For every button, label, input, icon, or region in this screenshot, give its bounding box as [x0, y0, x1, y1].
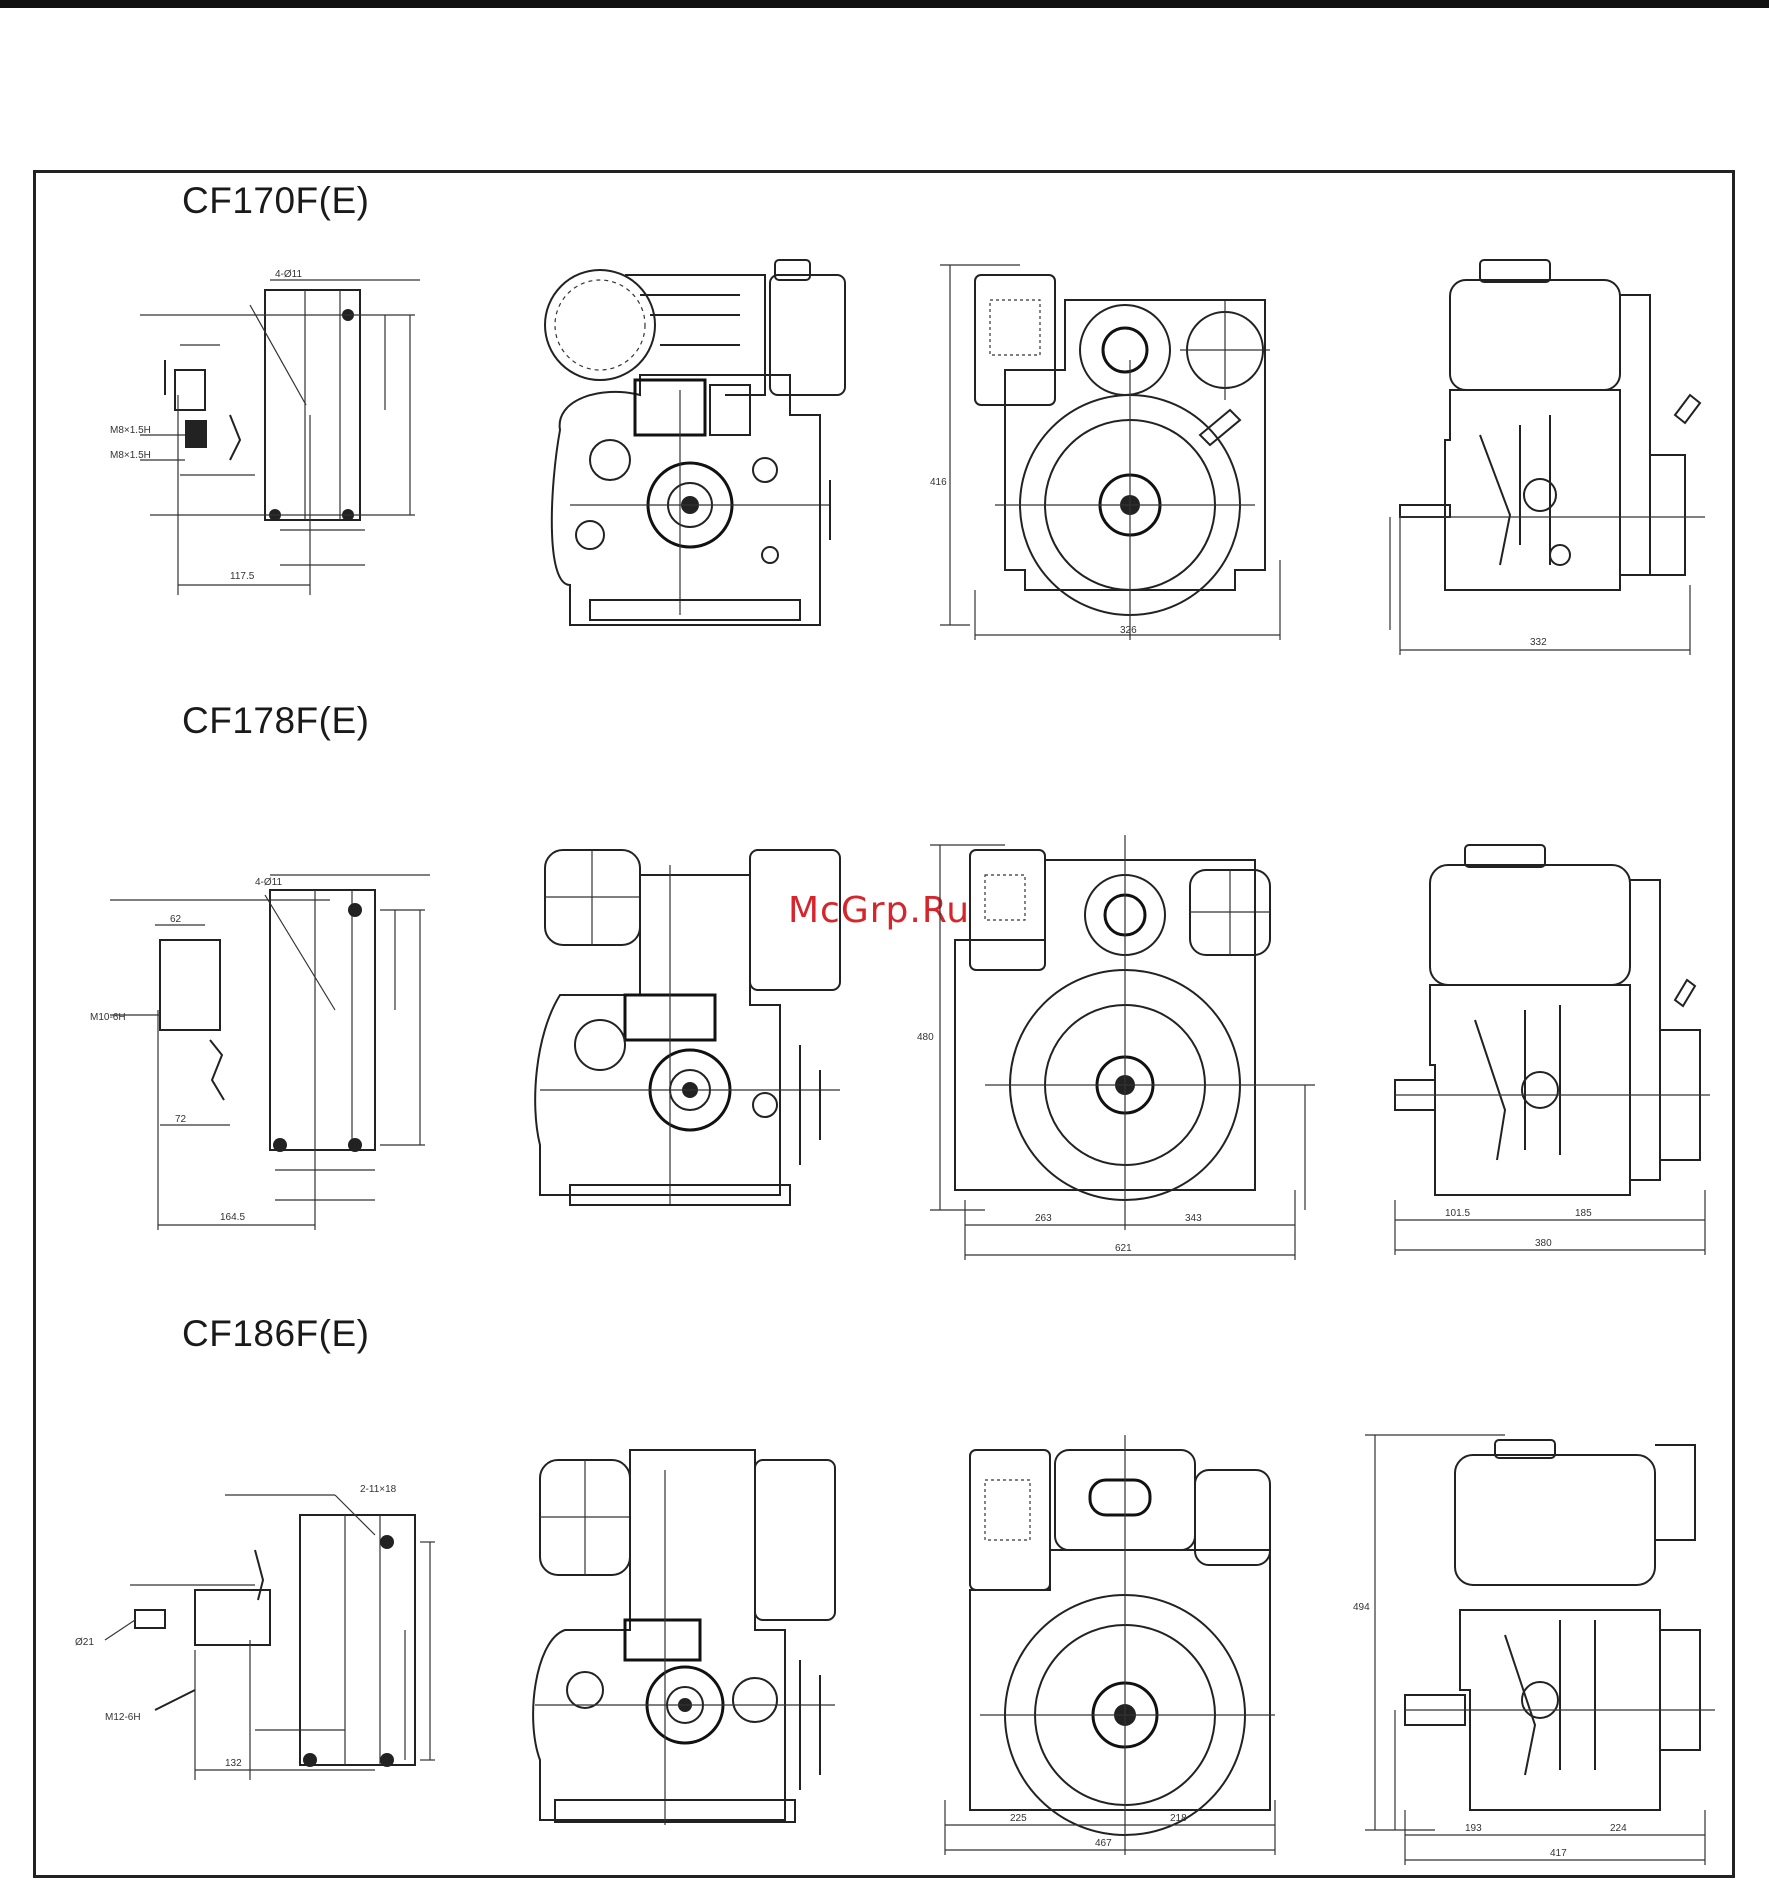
svg-text:M10-6H: M10-6H — [90, 1012, 126, 1023]
svg-text:164.5: 164.5 — [220, 1212, 245, 1223]
model-title-cf170: CF170F(E) — [182, 180, 369, 222]
cf178-side-width-right: 185 — [1575, 1208, 1592, 1219]
cf186-engine-rear-view: 225 218 467 — [930, 1430, 1310, 1865]
svg-text:72: 72 — [175, 1114, 187, 1125]
cf178-front-width-left: 263 — [1035, 1213, 1052, 1224]
cf186-front-width-right: 218 — [1170, 1813, 1187, 1824]
svg-text:4-Ø11: 4-Ø11 — [275, 269, 302, 280]
svg-text:2-11×18: 2-11×18 — [360, 1484, 397, 1495]
cf170-front-width-dim: 326 — [1120, 625, 1137, 636]
cf186-side-width-total: 417 — [1550, 1848, 1567, 1859]
cf170-height-dim: 416 — [930, 477, 947, 488]
cf178-engine-front-view — [520, 845, 860, 1215]
cf186-side-width-left: 193 — [1465, 1823, 1482, 1834]
svg-text:132: 132 — [225, 1758, 242, 1769]
cf186-engine-front-view — [515, 1440, 850, 1830]
cf186-side-width-right: 224 — [1610, 1823, 1627, 1834]
svg-text:4-Ø11: 4-Ø11 — [255, 877, 282, 888]
svg-text:Ø21: Ø21 — [75, 1637, 94, 1648]
cf170-mount-flange-drawing: 4-Ø11 M8×1.5H M8×1.5H 117.5 — [110, 265, 440, 605]
top-border-bar — [0, 0, 1769, 8]
cf186-height-dim: 494 — [1353, 1602, 1370, 1613]
model-title-cf186: CF186F(E) — [182, 1313, 369, 1355]
cf170-engine-front-view — [530, 255, 860, 625]
cf178-engine-rear-view: 480 263 343 621 — [925, 830, 1325, 1270]
svg-text:M12-6H: M12-6H — [105, 1712, 141, 1723]
cf178-mount-flange-drawing: 4-Ø11 62 M10-6H 164.5 72 — [90, 860, 440, 1235]
svg-text:M8×1.5H: M8×1.5H — [110, 450, 151, 461]
svg-text:117.5: 117.5 — [230, 571, 255, 582]
cf178-side-width-left: 101.5 — [1445, 1208, 1470, 1219]
cf170-engine-side-view: 332 — [1370, 255, 1710, 655]
cf186-mount-flange-drawing: 2-11×18 Ø21 M12-6H 132 — [75, 1480, 455, 1790]
cf178-height-dim: 480 — [917, 1032, 934, 1043]
cf170-engine-rear-view: 416 326 — [935, 260, 1295, 650]
cf178-engine-side-view: 101.5 185 380 — [1385, 840, 1715, 1260]
cf186-front-width-left: 225 — [1010, 1813, 1027, 1824]
cf186-front-width-total: 467 — [1095, 1838, 1112, 1849]
svg-text:M8×1.5H: M8×1.5H — [110, 425, 151, 436]
model-title-cf178: CF178F(E) — [182, 700, 369, 742]
cf178-front-width-right: 343 — [1185, 1213, 1202, 1224]
cf178-side-width-total: 380 — [1535, 1238, 1552, 1249]
cf178-front-width-total: 621 — [1115, 1243, 1132, 1254]
svg-text:62: 62 — [170, 914, 182, 925]
cf170-side-width-dim: 332 — [1530, 637, 1547, 648]
cf186-engine-side-view: 494 193 224 417 — [1365, 1430, 1720, 1870]
